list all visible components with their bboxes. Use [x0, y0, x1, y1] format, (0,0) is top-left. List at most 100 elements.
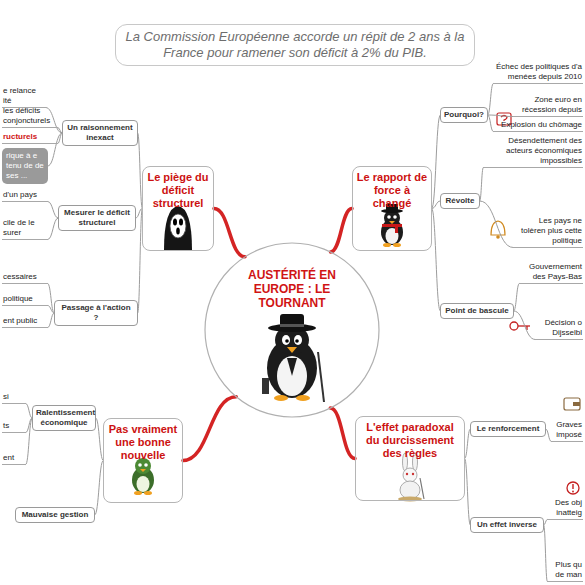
leaf-topic: Gouvernement des Pays-Bas	[519, 262, 583, 284]
leaf-topic: Décision o Dijsselbl	[535, 318, 583, 340]
wallet-icon	[564, 398, 580, 410]
branch-connector	[432, 201, 440, 209]
branch-connector	[488, 84, 493, 116]
branch-connector	[514, 284, 519, 312]
node-text: d'un pays	[3, 190, 47, 200]
leaf-topic: Explosion du chômage	[493, 120, 583, 132]
node-text: Point de bascule	[444, 306, 510, 316]
node-text: Des obj inatteig	[548, 498, 582, 518]
leaf-topic: politique	[2, 294, 48, 306]
leaf-topic: Zone euro en récession depuis	[513, 95, 583, 117]
central-topic: AUSTÉRITÉ EN EUROPE : LE TOURNANT	[204, 242, 380, 418]
sub-topic: Mauvaise gestion	[15, 507, 95, 523]
node-text: ent public	[3, 316, 47, 326]
main-branch: Le rapport de force à changé	[352, 166, 432, 251]
leaf-topic: si	[2, 392, 26, 404]
main-connector	[330, 408, 355, 458]
node-text: ts	[3, 421, 25, 431]
node-text: politique	[3, 294, 47, 304]
node-text: Graves imposé	[552, 420, 582, 440]
branch-connector	[465, 459, 470, 526]
leaf-topic: d'un pays	[2, 190, 48, 202]
main-connector	[331, 209, 352, 252]
node-text: Gouvernement des Pays-Bas	[520, 262, 582, 282]
title-text: La Commission Européenne accorde un répi…	[115, 24, 475, 66]
node-text: Pas vraiment une bonne nouvelle	[107, 423, 179, 462]
sub-topic: Le renforcement	[470, 421, 546, 437]
branch-connector	[95, 461, 103, 516]
node-text: ent	[3, 453, 25, 463]
sub-topic: Point de bascule	[440, 303, 514, 319]
node-text: Pourquoi?	[444, 110, 484, 120]
leaf-topic: Plus qu de man	[547, 560, 583, 582]
node-text: Passage à l'action ?	[58, 303, 134, 323]
node-text: Plus qu de man	[548, 560, 582, 580]
main-branch: Pas vraiment une bonne nouvelle	[103, 418, 183, 503]
sub-topic: Révolte	[440, 193, 480, 209]
node-text: cile de le surer	[3, 218, 47, 238]
node-text: rique à e tenu de de ses ...	[6, 151, 44, 181]
main-connector	[183, 397, 236, 461]
node-text: les déficits conjoncturels	[3, 106, 57, 126]
leaf-topic: ent	[2, 453, 26, 465]
branch-connector	[432, 115, 440, 209]
node-text: Un effet inverse	[474, 520, 540, 530]
node-text: Mauvaise gestion	[19, 510, 91, 520]
node-text: Explosion du chômage	[494, 120, 582, 130]
branch-connector	[480, 168, 483, 202]
main-branch: L'effet paradoxal du durcissement des rè…	[355, 416, 465, 501]
sub-topic: Un effet inverse	[470, 517, 544, 533]
node-text: Le renforcement	[474, 424, 542, 434]
scream-mask-icon	[164, 206, 192, 250]
bell-icon	[491, 221, 505, 239]
green-penguin-icon	[132, 458, 154, 495]
node-text: Échec des politiques d'a menées depuis 2…	[494, 62, 582, 82]
warning-icon	[567, 482, 579, 494]
leaf-topic: Désendettement des acteurs économiques i…	[483, 136, 583, 168]
leaf-topic: e relance ité	[2, 86, 46, 108]
node-text: cessaires	[3, 272, 47, 282]
main-connector	[214, 209, 245, 257]
node-text: Le piège du déficit structurel	[146, 171, 210, 210]
main-branch: Le piège du déficit structurel	[142, 166, 214, 251]
node-text: Mesurer le déficit structurel	[62, 208, 132, 228]
leaf-topic: Échec des politiques d'a menées depuis 2…	[493, 62, 583, 84]
branch-connector	[48, 133, 62, 166]
node-text: Un raisonnement inexact	[66, 123, 134, 143]
leaf-topic: cile de le surer	[2, 218, 48, 240]
leaf-topic: les déficits conjoncturels	[2, 106, 58, 128]
node-text: Les pays ne tolèren plus cette politique	[514, 216, 582, 246]
leaf-topic: ructurels	[2, 132, 58, 144]
circle-border	[205, 243, 379, 417]
central-penguin	[262, 314, 324, 402]
node-text: ructurels	[3, 132, 57, 142]
node-text: AUSTÉRITÉ EN EUROPE : LE TOURNANT	[230, 268, 354, 310]
leaf-topic: Des obj inatteig	[547, 498, 583, 520]
node-text: Le rapport de force à changé	[356, 171, 428, 210]
key-icon	[510, 322, 530, 330]
leaf-topic: Les pays ne tolèren plus cette politique	[513, 216, 583, 248]
scarf-penguin-icon	[381, 204, 403, 247]
node-text: e relance ité	[3, 86, 45, 106]
leaf-topic: cessaires	[2, 272, 48, 284]
branch-connector	[48, 218, 58, 240]
note-box: rique à e tenu de de ses ...	[2, 148, 48, 184]
branch-connector	[480, 201, 513, 248]
leaf-topic: Graves imposé	[551, 420, 583, 442]
sub-topic: Pourquoi?	[440, 107, 488, 123]
sub-topic: Ralentissement économique	[32, 405, 96, 431]
leaf-topic: ts	[2, 421, 26, 433]
node-text: Décision o Dijsselbl	[536, 318, 582, 338]
node-text: Zone euro en récession depuis	[514, 95, 582, 115]
node-text: Révolte	[444, 196, 476, 206]
branch-connector	[432, 209, 440, 312]
node-text: Désendettement des acteurs économiques i…	[484, 136, 582, 166]
branch-connector	[488, 115, 513, 117]
leaf-topic: ent public	[2, 316, 48, 328]
node-text: si	[3, 392, 25, 402]
branch-connector	[544, 520, 547, 526]
node-text: Ralentissement économique	[36, 408, 92, 428]
rabbit-icon	[398, 453, 424, 502]
sub-topic: Mesurer le déficit structurel	[58, 205, 136, 231]
branch-connector	[514, 311, 535, 340]
